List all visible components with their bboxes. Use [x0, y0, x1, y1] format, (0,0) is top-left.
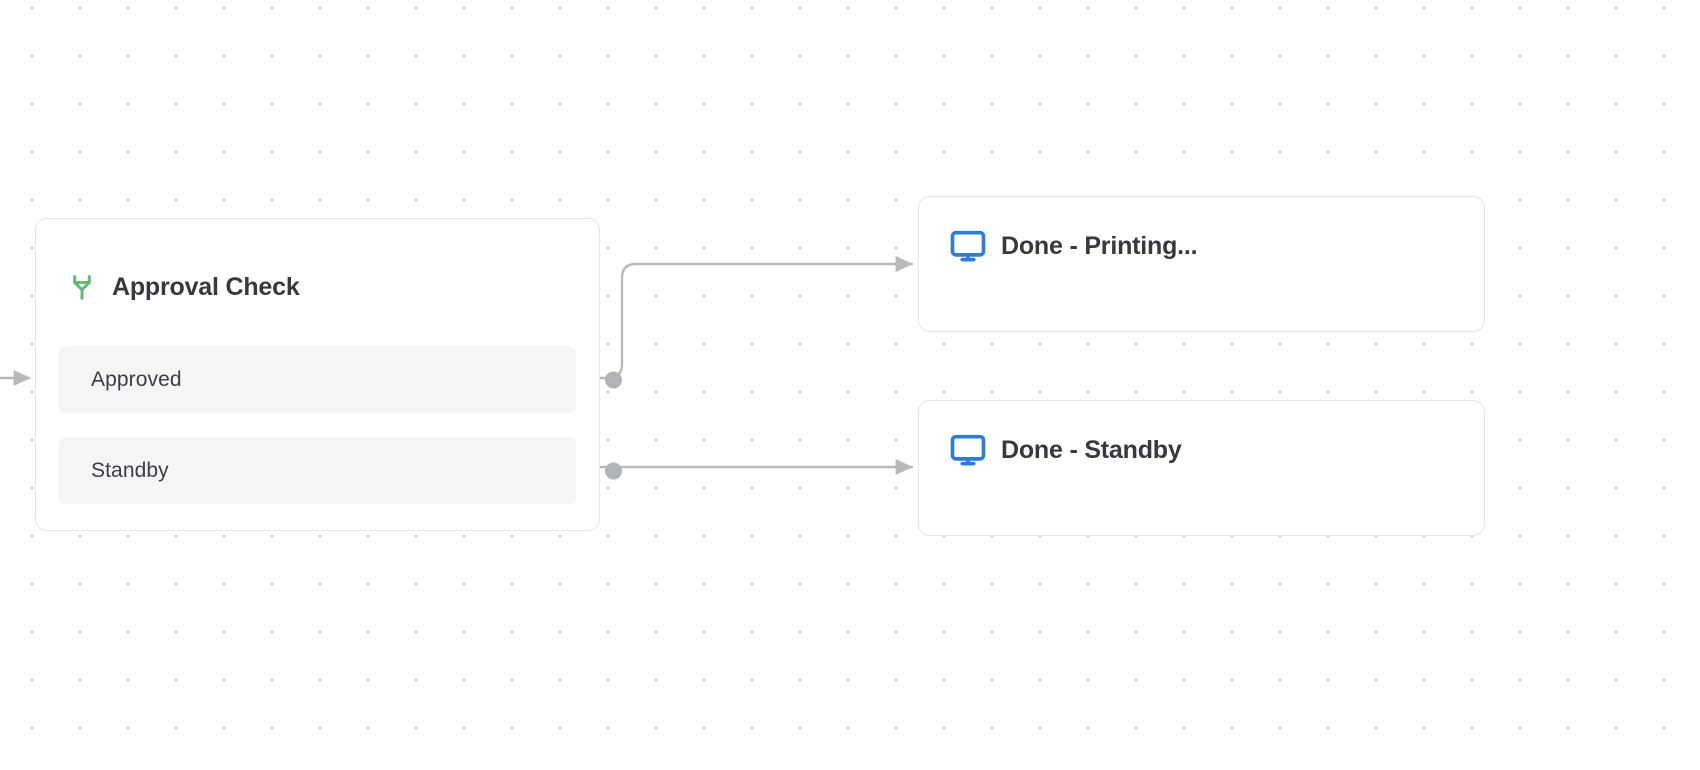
output-connector-standby[interactable] — [605, 462, 622, 479]
node-approval-check[interactable]: Approval Check Approved Standby — [35, 218, 622, 531]
output-connector-approved[interactable] — [605, 371, 622, 388]
monitor-icon — [949, 227, 987, 265]
output-label: Approved — [91, 367, 182, 391]
output-list: Approved Standby — [58, 346, 622, 528]
fork-branch-icon — [67, 272, 97, 302]
output-row-approved[interactable]: Approved — [58, 346, 622, 413]
node-title: Approval Check — [112, 272, 300, 301]
output-label: Standby — [91, 458, 169, 482]
node-header: Done - Standby — [919, 383, 1484, 517]
edge-approved-printing — [572, 256, 914, 380]
output-row-standby[interactable]: Standby — [58, 437, 622, 504]
node-header: Done - Printing... — [919, 179, 1484, 313]
node-done-standby[interactable]: Done - Standby — [918, 400, 1485, 536]
node-title: Done - Standby — [1001, 435, 1182, 464]
node-title: Done - Printing... — [1001, 231, 1198, 260]
node-header: Approval Check — [36, 219, 599, 315]
node-done-printing[interactable]: Done - Printing... — [918, 196, 1485, 332]
monitor-icon — [949, 431, 987, 469]
